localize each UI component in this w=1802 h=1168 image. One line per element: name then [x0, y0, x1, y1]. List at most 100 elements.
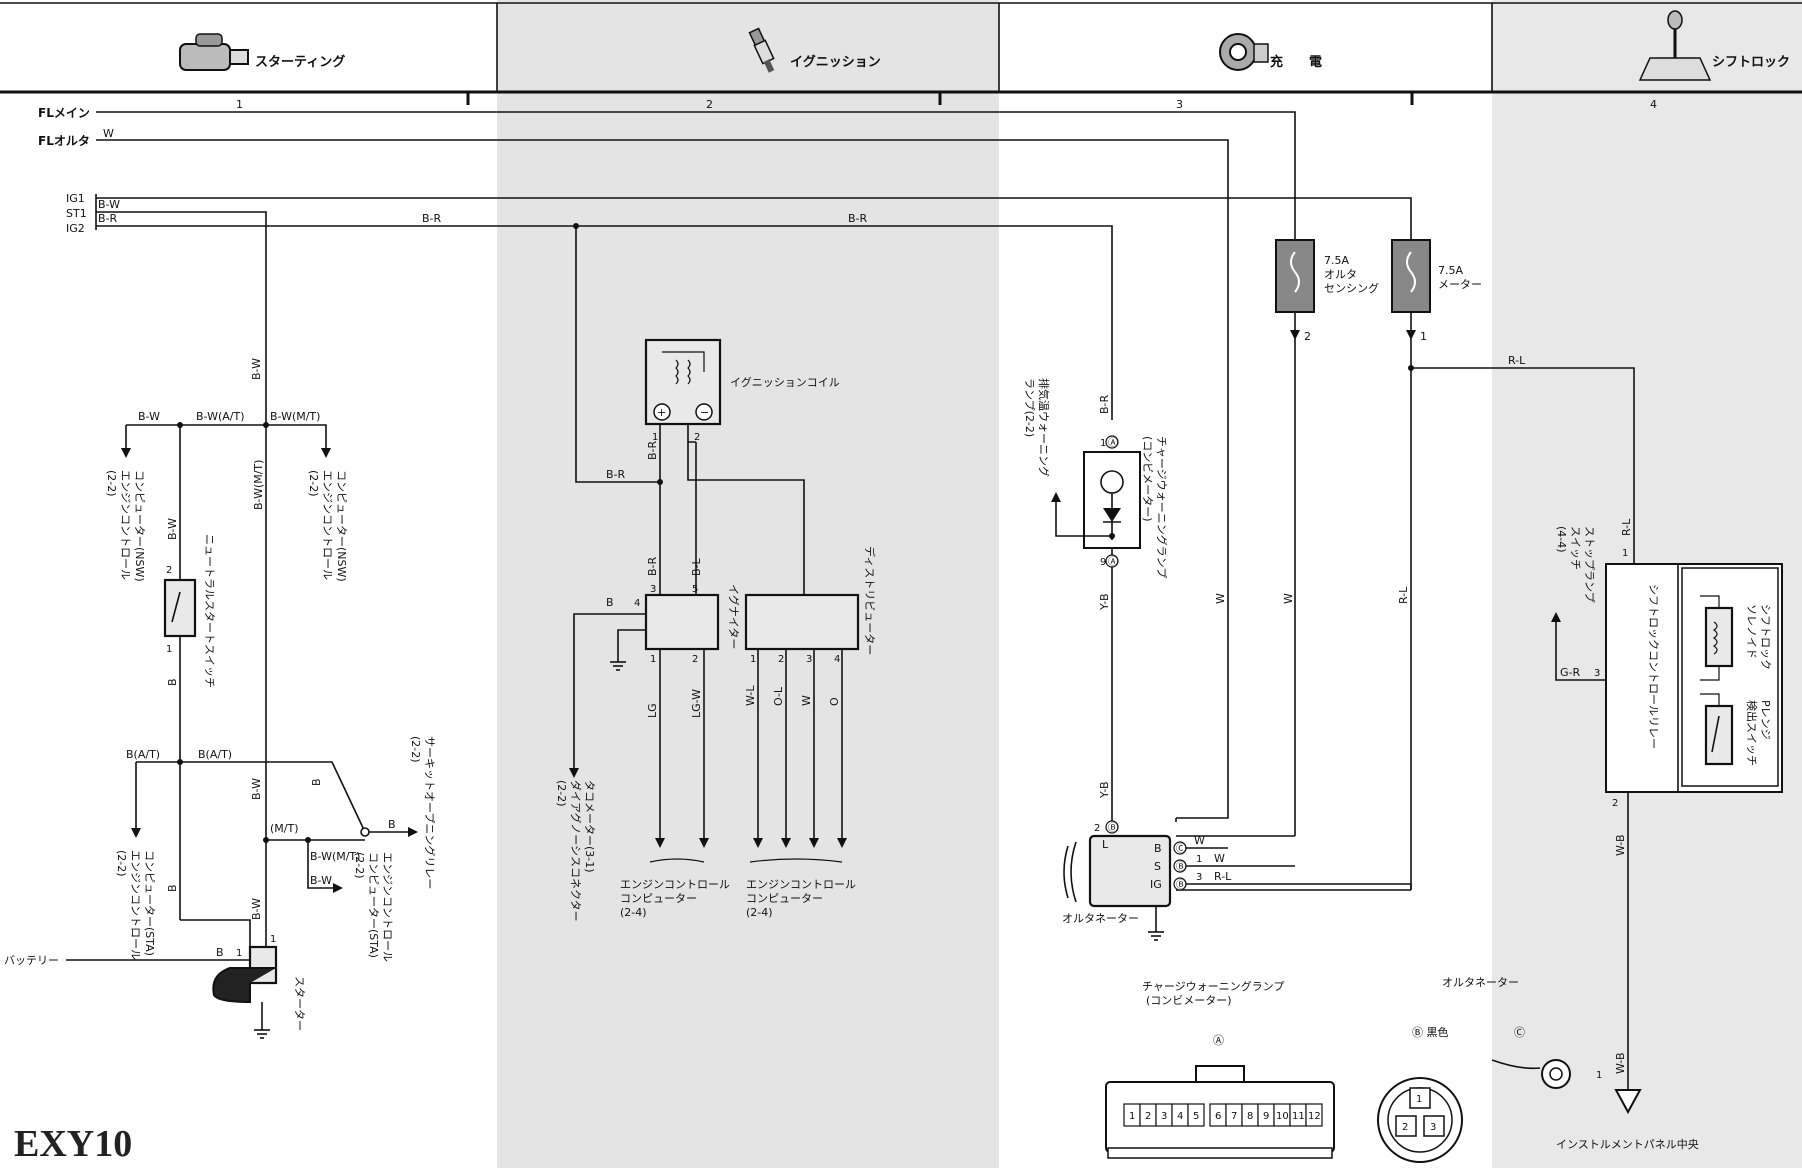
fuse-name: メーター — [1438, 278, 1482, 291]
diode-icon — [1103, 508, 1121, 522]
coil-winding — [687, 359, 691, 385]
connector-pin: 9 — [1263, 1111, 1269, 1122]
arrow-icon — [753, 838, 763, 848]
wire-color-label: G-R — [1560, 666, 1580, 679]
coil-to-distributor-wire — [687, 442, 805, 595]
ecu-24-label: コンピューター — [746, 892, 823, 905]
pin-number: 1 — [1622, 548, 1628, 559]
connector-arrow-icon — [1290, 330, 1300, 340]
connector-letter: Ⓑ — [1176, 861, 1186, 873]
pin-number: 1 — [236, 948, 242, 959]
wire-color-label: B — [310, 778, 323, 786]
pin-number: 2 — [166, 565, 172, 576]
ecu-24-label: コンピューター — [620, 892, 697, 905]
fuse-amperage: 7.5A — [1438, 264, 1463, 277]
section-title: スターティング — [255, 54, 345, 70]
section-title: イグニッション — [790, 54, 881, 70]
wire-color-label: W — [1214, 852, 1225, 865]
sta-mt-wire — [307, 840, 335, 889]
plus-icon: + — [657, 406, 666, 419]
terminal-label: B — [1154, 842, 1162, 855]
wire-color-label: R-L — [1508, 354, 1526, 367]
wire-color-label: B-R — [422, 212, 442, 225]
pin-number: 1 — [652, 432, 658, 443]
charge-lamp-label: (コンビメーター) — [1141, 436, 1154, 522]
connector-pin: 1 — [1596, 1070, 1602, 1081]
splice-point — [360, 827, 370, 837]
wire-color-label: LG — [646, 703, 659, 718]
connector-pin: 6 — [1215, 1111, 1221, 1122]
lamp-bulb-icon — [1100, 470, 1124, 494]
connector-pin: 1 — [1129, 1111, 1135, 1122]
connector-pin: 12 — [1308, 1111, 1321, 1122]
section-number: 1 — [236, 98, 243, 111]
arrow-icon — [569, 768, 579, 778]
fl-main-wire — [96, 111, 1296, 225]
ecu-sta-label: エンジンコントロール — [381, 852, 394, 962]
exhaust-lamp-label: 排気温ウォーニング — [1037, 378, 1051, 477]
wire-color-label: B-R — [646, 556, 659, 576]
connector-pin: 3 — [1161, 1111, 1167, 1122]
junction-dot — [263, 422, 269, 428]
connector-pin: 10 — [1276, 1111, 1289, 1122]
ecu-nsw-label: (2-2) — [307, 470, 320, 497]
charge-lamp-label: チャージウォーニングランプ — [1155, 436, 1169, 578]
section-title: 充 電 — [1270, 54, 1322, 70]
wire-color-label: B-W — [250, 778, 263, 800]
wire-color-label: B-W(M/T) — [270, 410, 320, 423]
wire-color-label: B — [388, 818, 396, 831]
wire-color-label: B-W(M/T) — [252, 460, 265, 510]
minus-icon: − — [700, 406, 709, 419]
solenoid-label: シフトロック — [1759, 604, 1772, 670]
solenoid-label: ソレノイド — [1745, 604, 1758, 659]
ig2-wire — [96, 225, 1113, 420]
shift-lever-icon — [1638, 10, 1712, 81]
exhaust-lamp-wire — [1055, 500, 1112, 537]
connector-letter: Ⓑ — [1176, 879, 1186, 891]
arrow-icon — [655, 838, 665, 848]
ig1-wire — [96, 197, 1412, 240]
pin-number: 3 — [650, 584, 656, 595]
arrow-icon — [1051, 492, 1061, 502]
tacho-label: ダイアグノーシスコネクター — [569, 780, 583, 922]
wire-color-label: B(A/T) — [126, 748, 160, 761]
stop-lamp-label: (4-4) — [1555, 526, 1568, 553]
shiftlock-solenoid — [1704, 606, 1734, 668]
ecu-nsw-label: コンピューター(NSW) — [335, 470, 348, 582]
nsw-branch-wire — [126, 424, 327, 450]
wire-color-label: B-R — [1098, 394, 1111, 414]
wire-color-label: R-L — [1397, 586, 1410, 604]
igniter — [644, 593, 720, 651]
group-brace — [649, 858, 705, 863]
wire-color-label: R-L — [1214, 870, 1232, 883]
connector-arrow-icon — [1406, 330, 1416, 340]
pin-number: 1 — [750, 654, 756, 665]
stop-lamp-label: ストップランプ — [1583, 526, 1596, 603]
p-range-label: 検出スイッチ — [1745, 700, 1759, 766]
fuse-name: オルタ — [1324, 268, 1357, 281]
coil-positive-terminal — [653, 403, 671, 421]
arrow-icon — [333, 883, 343, 893]
ecu-nsw-label: (2-2) — [105, 470, 118, 497]
arrow-icon — [1551, 612, 1561, 622]
fuse-meter — [1391, 239, 1431, 313]
ig1-label: IG1 — [66, 192, 85, 205]
connector-pin: 11 — [1292, 1111, 1305, 1122]
wire-color-label: B — [606, 596, 614, 609]
pin-number: 1 — [1196, 854, 1202, 865]
wire-color-label: B — [166, 678, 179, 686]
section-number: 3 — [1176, 98, 1183, 111]
distributor-label: ディストリビューター — [863, 546, 877, 655]
connector-b-marker — [1105, 820, 1119, 834]
alt-ig-wire — [1186, 883, 1412, 890]
shiftlock-feed-wire — [1411, 367, 1635, 564]
starter-motor-icon — [179, 33, 249, 71]
coil-negative-terminal — [695, 403, 713, 421]
connector-letter: Ⓑ — [1108, 822, 1118, 834]
alternator-icon — [1219, 33, 1269, 71]
model-code: EXY10 — [14, 1123, 132, 1165]
ecu-24-label: (2-4) — [746, 906, 773, 919]
